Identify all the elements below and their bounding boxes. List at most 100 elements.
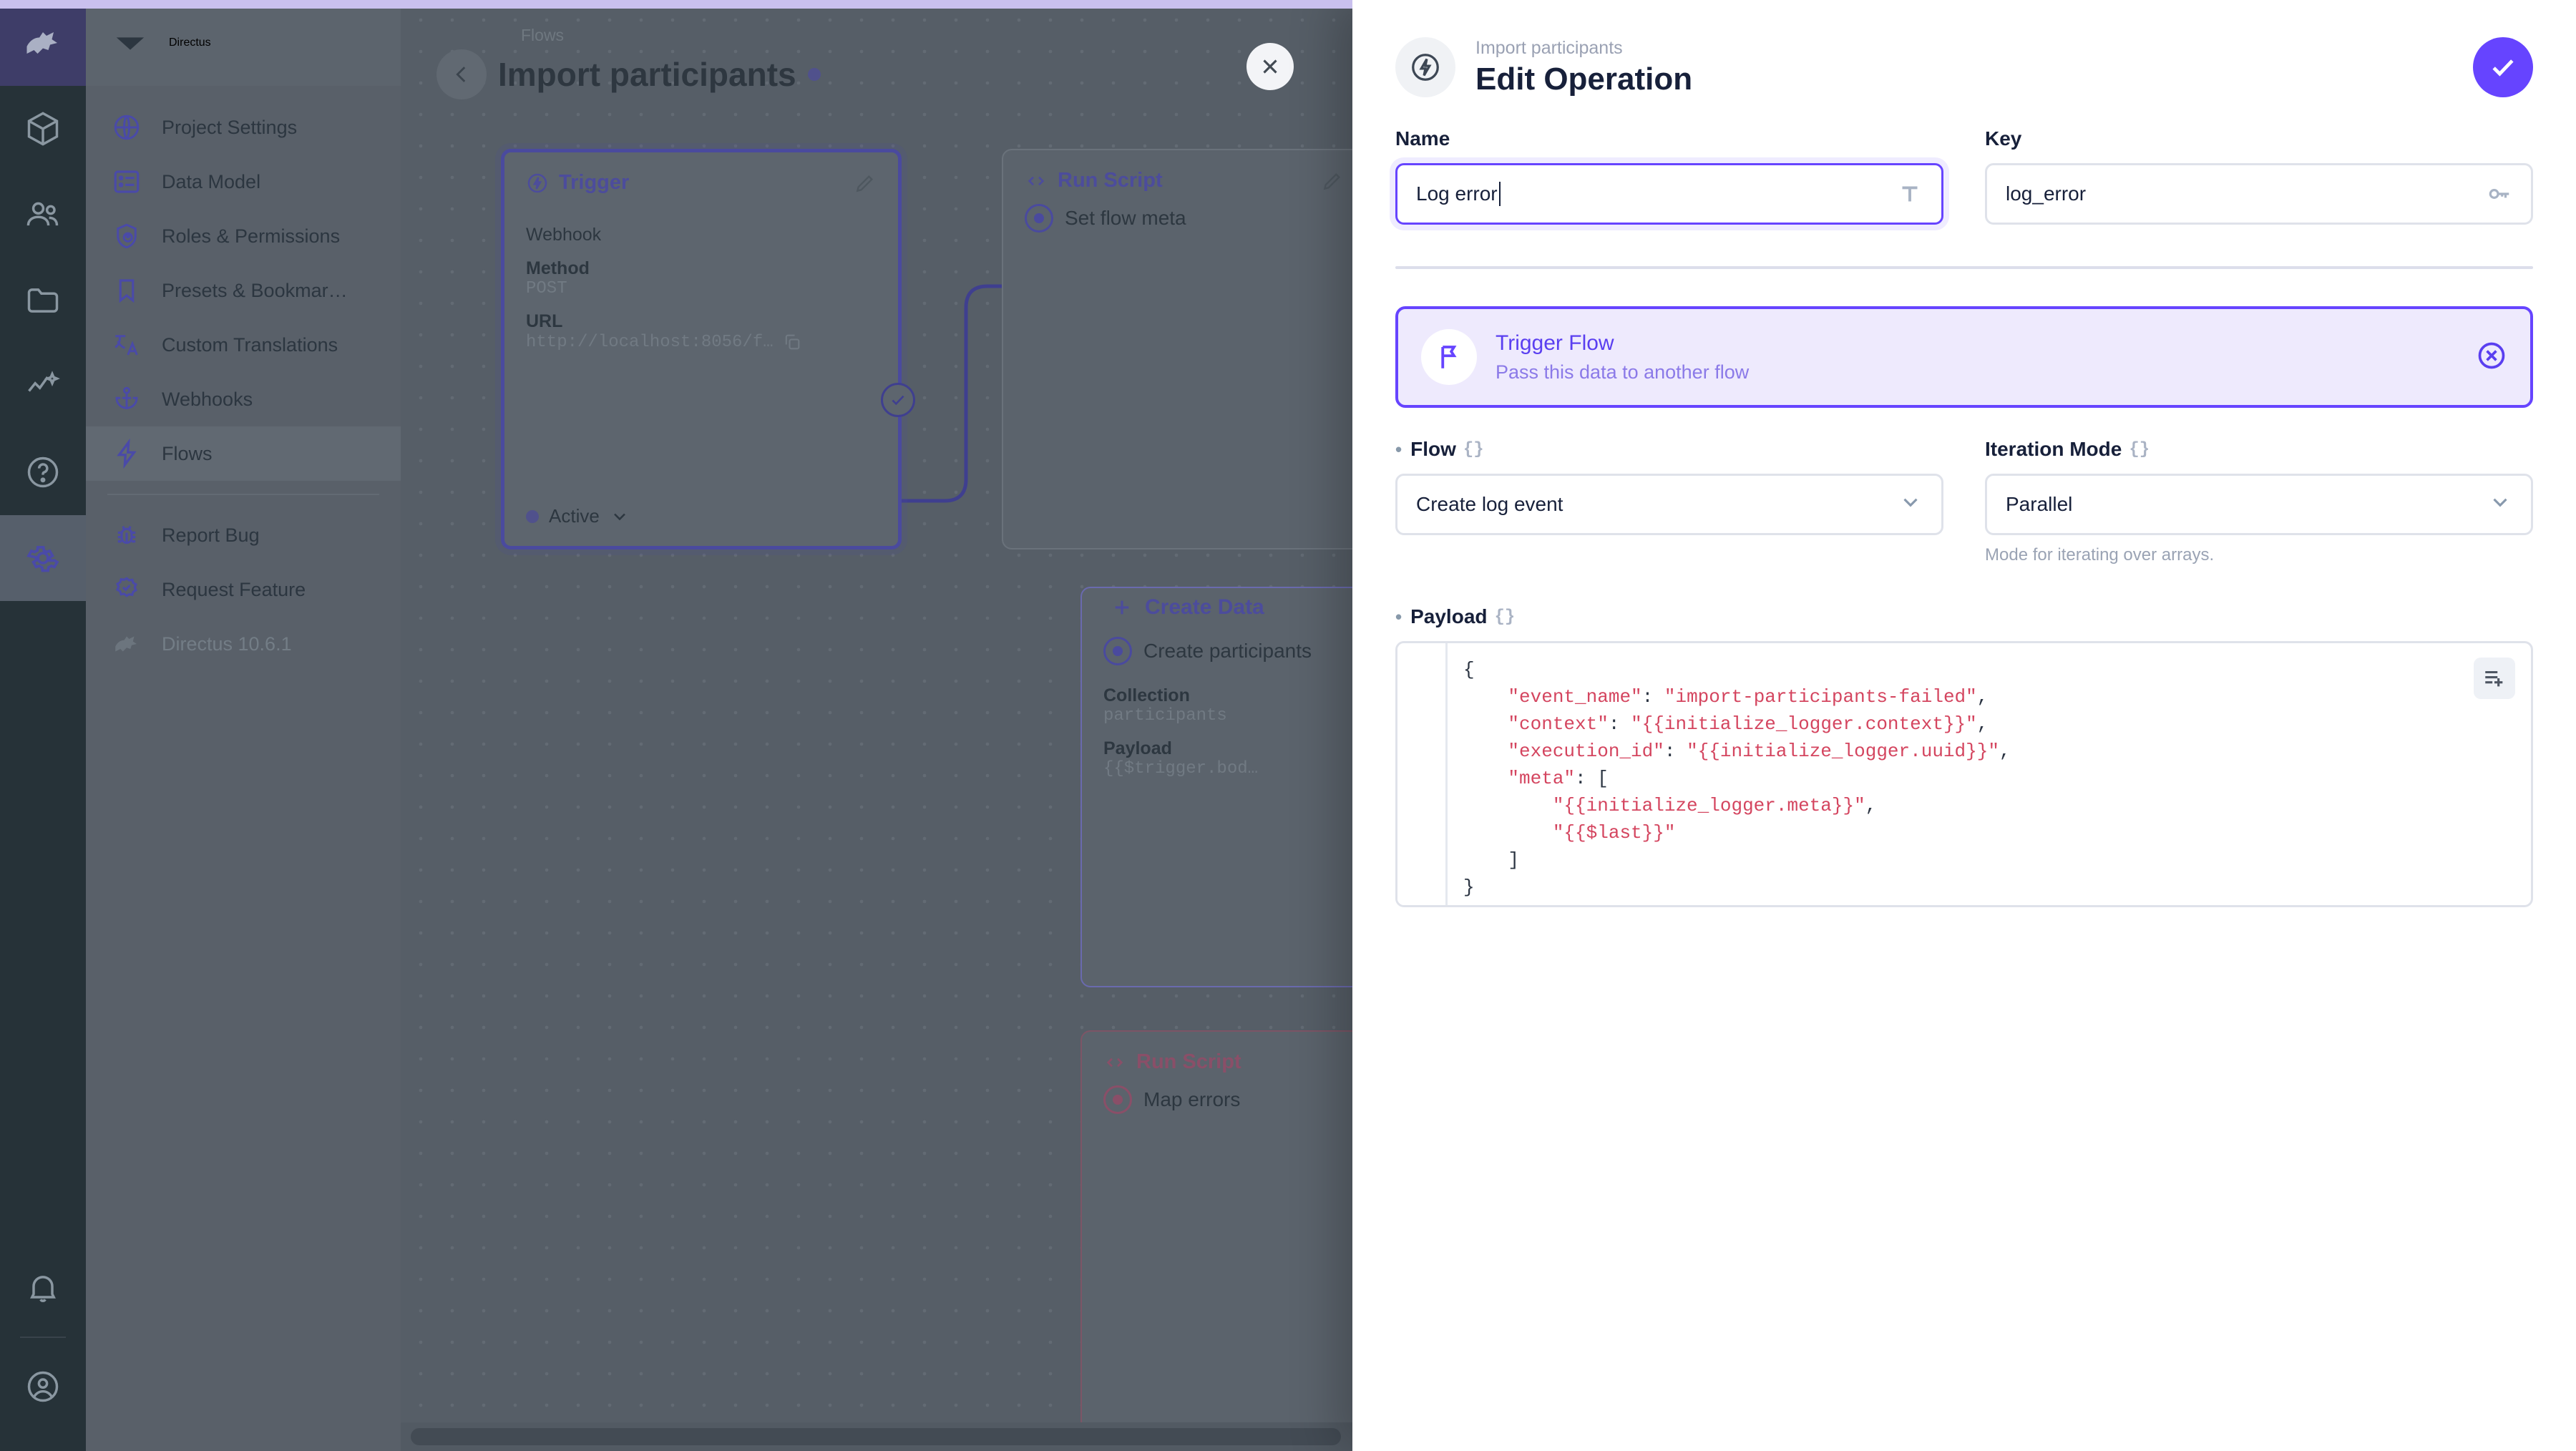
clear-operation-type-button[interactable]	[2476, 340, 2507, 375]
node-status[interactable]: Active	[526, 505, 630, 527]
code-line-source: "execution_id": "{{initialize_logger.uui…	[1508, 741, 2011, 762]
code-line: 8 ]	[1397, 846, 2531, 874]
name-input[interactable]: Log error	[1395, 163, 1943, 225]
sidebar-item-webhooks[interactable]: Webhooks	[86, 372, 401, 426]
version-label: Directus 10.6.1	[162, 632, 292, 655]
anchor-icon	[110, 383, 143, 416]
sidebar-item-report-bug[interactable]: Report Bug	[86, 508, 401, 562]
sidebar-item-custom-translations[interactable]: Custom Translations	[86, 318, 401, 372]
operation-type-subtitle: Pass this data to another flow	[1496, 361, 1750, 383]
page-title: Import participants	[498, 56, 796, 93]
operation-type-card[interactable]: Trigger Flow Pass this data to another f…	[1395, 306, 2533, 408]
iteration-mode-select[interactable]: Parallel	[1985, 474, 2533, 535]
name-input-value-wrap: Log error	[1416, 182, 1897, 206]
node-field-value: http://localhost:8056/f…	[526, 332, 774, 352]
iteration-mode-label: Iteration Mode	[1985, 438, 2122, 460]
sidebar-item-request-feature[interactable]: Request Feature	[86, 562, 401, 617]
directus-rabbit-logo[interactable]	[0, 0, 86, 86]
name-key-row: Name Log error Key log_error	[1395, 97, 2533, 225]
nav-divider	[107, 494, 379, 495]
node-type-label: Run Script	[1058, 169, 1163, 192]
node-type: Trigger	[526, 171, 629, 195]
rail-item-notifications[interactable]	[0, 1245, 86, 1331]
node-field-label: URL	[526, 311, 563, 331]
sidebar-item-roles-permissions[interactable]: Roles & Permissions	[86, 209, 401, 263]
rail-item-users[interactable]	[0, 172, 86, 258]
chevron-down-icon	[1898, 490, 1923, 519]
node-field-label: Webhook	[526, 225, 602, 245]
node-name-row: Map errors	[1082, 1074, 1480, 1125]
node-field-value: POST	[526, 279, 567, 298]
rail-divider	[20, 1337, 66, 1338]
name-field-group: Name Log error	[1395, 127, 1943, 225]
drawer-breadcrumb: Import participants	[1475, 38, 1623, 58]
status-dot	[526, 509, 539, 523]
sidebar-item-flows[interactable]: Flows	[86, 426, 401, 481]
node-success-port[interactable]	[881, 383, 915, 417]
settings-nav-panel: Directus Project Settings Data Model	[86, 0, 401, 1451]
sidebar-item-label: Flows	[162, 442, 213, 464]
node-actions[interactable]	[854, 172, 877, 195]
code-line-source: "context": "{{initialize_logger.context}…	[1508, 713, 1989, 735]
node-input-port[interactable]	[1103, 637, 1132, 665]
node-name: Set flow meta	[1065, 207, 1186, 229]
required-marker: •	[1395, 605, 1402, 627]
nav-secondary-group: Report Bug Request Feature Directus 10.6…	[86, 508, 401, 671]
sidebar-item-label: Request Feature	[162, 578, 306, 600]
version-label-row: Directus 10.6.1	[86, 617, 401, 671]
canvas-hscrollbar[interactable]	[401, 1422, 1360, 1451]
rail-item-docs[interactable]	[0, 429, 86, 515]
iteration-mode-label-row: Iteration Mode {}	[1985, 438, 2533, 461]
sidebar-item-label: Webhooks	[162, 388, 253, 410]
flow-label: Flow	[1410, 438, 1456, 460]
code-line: 7 "{{$last}}"	[1397, 819, 2531, 846]
code-line-source: "event_name": "import-participants-faile…	[1508, 686, 1989, 708]
payload-label-row: • Payload {}	[1395, 605, 2533, 628]
insert-variable-icon[interactable]	[2474, 658, 2515, 699]
canvas-hscrollbar-thumb[interactable]	[411, 1428, 1341, 1445]
code-lines[interactable]: 1{2 "event_name": "import-participants-f…	[1397, 643, 2531, 901]
rail-item-insights[interactable]	[0, 343, 86, 429]
rail-item-settings[interactable]	[0, 515, 86, 601]
drawer-titles: Import participants Edit Operation	[1475, 37, 1692, 97]
text-caret	[1498, 182, 1501, 206]
edit-pencil-icon	[1323, 172, 1341, 190]
node-input-port[interactable]	[1025, 204, 1053, 233]
close-flow-button[interactable]	[1246, 43, 1294, 90]
save-button[interactable]	[2473, 37, 2533, 97]
rail-item-content[interactable]	[0, 86, 86, 172]
node-name-row: Set flow meta	[1003, 192, 1401, 244]
bolt-circle-icon	[1395, 37, 1455, 97]
flow-select[interactable]: Create log event	[1395, 474, 1943, 535]
sidebar-item-data-model[interactable]: Data Model	[86, 155, 401, 209]
key-icon	[2485, 180, 2512, 207]
key-input[interactable]: log_error	[1985, 163, 2533, 225]
text-type-icon	[1897, 181, 1923, 207]
rail-item-account[interactable]	[0, 1344, 86, 1430]
feature-badge-icon	[110, 573, 143, 606]
node-type: Run Script	[1103, 1050, 1241, 1074]
sidebar-item-presets-bookmarks[interactable]: Presets & Bookmar…	[86, 263, 401, 318]
drawer-header: Import participants Edit Operation	[1352, 0, 2576, 97]
brand-header[interactable]: Directus	[86, 0, 401, 86]
create-data-header[interactable]: Create Data	[1080, 595, 1481, 620]
node-input-port[interactable]	[1103, 1085, 1132, 1114]
bolt-icon	[110, 437, 143, 470]
required-marker: •	[1395, 438, 1402, 460]
node-name-row: Create participants	[1082, 634, 1480, 668]
flow-node-trigger[interactable]: Trigger Webhook Method POST URL http://l…	[501, 149, 915, 549]
flow-node-run-script-1[interactable]: Run Script Set flow meta	[1002, 149, 1418, 549]
sidebar-item-project-settings[interactable]: Project Settings	[86, 100, 401, 155]
iteration-mode-value: Parallel	[2006, 493, 2073, 515]
node-body: Webhook Method POST URL http://localhost…	[504, 195, 898, 369]
code-line: 1{	[1397, 656, 2531, 683]
flow-select-value: Create log event	[1416, 493, 1563, 515]
code-gutter	[1397, 643, 1448, 905]
code-line-source: {	[1463, 659, 1475, 680]
back-arrow-icon[interactable]	[436, 49, 487, 99]
directus-mark-icon	[110, 23, 150, 63]
rail-item-files[interactable]	[0, 258, 86, 343]
payload-code-editor[interactable]: 1{2 "event_name": "import-participants-f…	[1395, 641, 2533, 907]
key-field-group: Key log_error	[1985, 127, 2533, 225]
